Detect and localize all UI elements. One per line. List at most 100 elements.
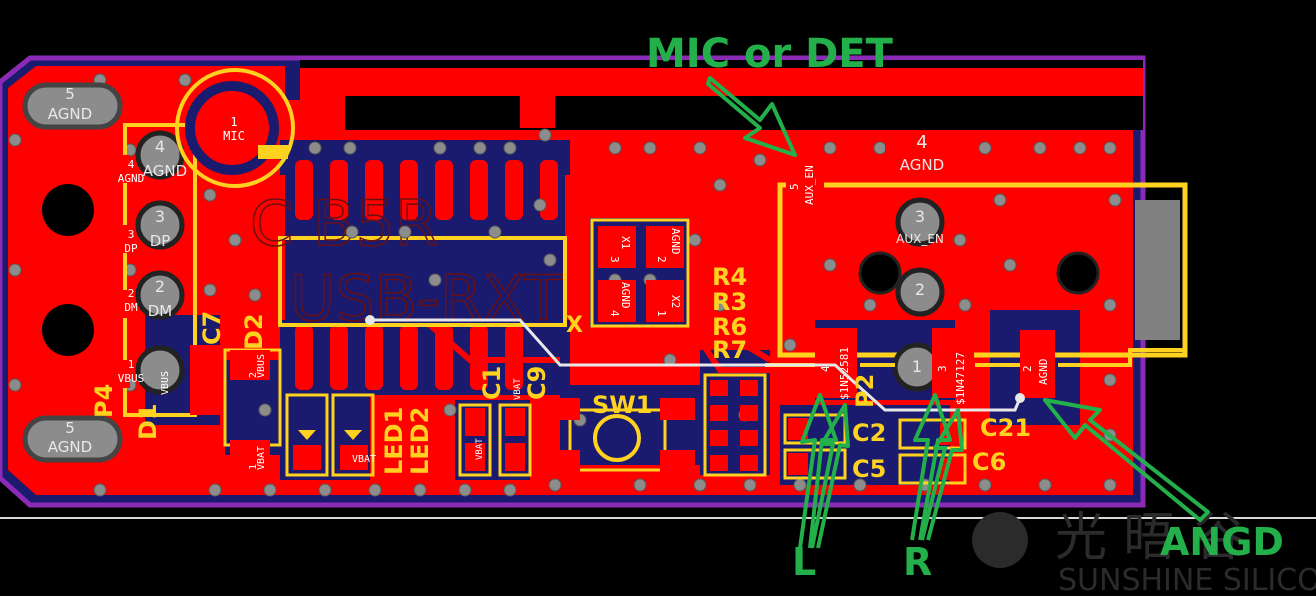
designator-c7: C7	[198, 311, 226, 345]
led2-outline	[331, 393, 375, 477]
c9-outline	[498, 403, 532, 477]
c5-pad	[788, 453, 808, 475]
usb-pad2-name: DM	[124, 301, 138, 314]
r-pad-3	[710, 405, 728, 421]
jack-r-name: $1N47127	[954, 352, 967, 405]
watermark-logo-circle	[972, 512, 1028, 568]
annotation-agnd: ANGD	[1160, 520, 1284, 564]
usb-pin-1	[135, 345, 185, 395]
d2-pad-vbus	[230, 350, 270, 380]
jack-mount-hole-2	[1056, 251, 1100, 295]
crystal-agnd2-num: 4	[608, 310, 621, 317]
usb-agnd-top-name: AGND	[48, 105, 92, 123]
sw1-pad-bl	[545, 450, 580, 472]
jack-aux-en-num: 5	[788, 183, 801, 190]
designator-led1: LED1	[380, 407, 408, 475]
mic-pad	[185, 81, 279, 175]
jack-pad-aux-en	[786, 150, 824, 210]
usb-pad-2	[95, 290, 130, 318]
jack-r-num: 3	[936, 365, 949, 372]
c1-outline	[458, 403, 492, 477]
designator-c5: C5	[852, 455, 886, 483]
usb-pad-4	[95, 155, 130, 183]
usb-pin2-num: 2	[155, 277, 165, 296]
usb-shield-slot-bottom	[22, 415, 123, 463]
designators: P4 D1 C7 D2 LED1 LED2 C1 C9 SW1 R4 R3 R6…	[90, 263, 1031, 483]
crystal-x2-name: X2	[669, 295, 682, 308]
led2-polarity	[344, 430, 362, 440]
led1-pad	[293, 445, 321, 470]
horizontal-divider	[0, 517, 1316, 519]
crystal-outline	[590, 218, 690, 328]
sw1-pad-tl	[545, 398, 580, 420]
d2-vbus-name: VBUS	[256, 354, 267, 378]
usb-pin2-name: DM	[148, 302, 173, 320]
top-copper-block	[300, 68, 345, 130]
designator-x: X	[566, 313, 583, 338]
designator-sw1: SW1	[592, 391, 652, 419]
watermark-cn: 光 晤 谷	[1055, 508, 1244, 568]
sw1-pad-br	[660, 450, 695, 472]
led1-outline	[285, 393, 329, 477]
designator-d1: D1	[134, 403, 162, 440]
usb-mount-hole-top	[42, 184, 94, 236]
d2-footprint: 2 VBUS 1 VBAT	[223, 348, 282, 470]
d2-vbat-name: VBAT	[256, 446, 267, 470]
jack-pin1-num: 1	[912, 357, 922, 376]
crystal-footprint: 3 X1 2 AGND 4 AGND 1 X2	[590, 218, 690, 328]
r-pad-7	[710, 455, 728, 471]
crystal-pad-x2	[646, 280, 684, 322]
annotation-mic-or-det: MIC or DET	[646, 31, 894, 77]
usb-agnd-bottom-name: AGND	[48, 438, 92, 456]
mic-pad-name: MIC	[223, 129, 245, 143]
trace-vias	[365, 315, 1025, 403]
usb-pin3-name: DP	[150, 232, 171, 250]
jack-pin3-num: 3	[915, 207, 925, 226]
ghost-text: C B5R USB-RXT	[249, 186, 564, 336]
led2-pad	[340, 445, 368, 470]
c6-outline	[898, 453, 967, 485]
d2-pad-vbat	[230, 440, 270, 470]
designator-c2: C2	[852, 419, 886, 447]
designator-c9: C9	[523, 366, 551, 400]
r-pad-2	[740, 380, 758, 396]
designator-c1: C1	[478, 366, 506, 400]
designator-c6: C6	[972, 448, 1006, 476]
jack-barrel	[1135, 200, 1180, 340]
usb-silk-outline	[123, 123, 197, 417]
arrow-agnd	[1043, 398, 1210, 522]
resistor-array-outline	[703, 373, 767, 477]
top-copper-bar	[300, 68, 1143, 96]
crystal-x1-name: X1	[619, 236, 632, 249]
crystal-x1-num: 3	[608, 256, 621, 263]
designator-r7: R7	[712, 336, 747, 364]
usb-agnd-top-num: 5	[65, 85, 75, 103]
led-vbat-label: VBAT	[352, 454, 376, 465]
mic-tab	[258, 145, 288, 159]
crystal-pad-agnd2	[598, 280, 636, 322]
usb-pin-2	[135, 270, 185, 320]
crystal-x2-num: 1	[655, 310, 668, 317]
svg-text:C B5R: C B5R	[250, 187, 438, 260]
designator-p2: P2	[851, 374, 879, 408]
watermark-en: SUNSHINE SILICON	[1058, 563, 1316, 596]
mic-pad-num: 1	[230, 115, 237, 129]
r-pad-1	[710, 380, 728, 396]
audio-jack: 4 AGND 3 AUX_EN 2 1 5 AUX_EN 4 $1N52581 …	[777, 130, 1188, 405]
c1-pad	[465, 408, 485, 436]
jack-pin4-num: 4	[916, 132, 927, 153]
annotation-right: R	[903, 540, 932, 584]
designator-r6: R6	[712, 313, 747, 341]
d2-vbat-num: 1	[248, 464, 259, 470]
usb-pin4-name: AGND	[143, 162, 187, 180]
usb-connector	[22, 82, 197, 463]
vias	[8, 73, 1122, 497]
usb-pin4-num: 4	[155, 137, 165, 156]
jack-aux-en-name: AUX_EN	[803, 165, 816, 205]
jack-pad-r	[932, 328, 974, 398]
usb-pad3-name: DP	[124, 242, 138, 255]
designator-led2: LED2	[406, 407, 434, 475]
jack-pad-l	[815, 328, 857, 398]
designator-r4: R4	[712, 263, 747, 291]
